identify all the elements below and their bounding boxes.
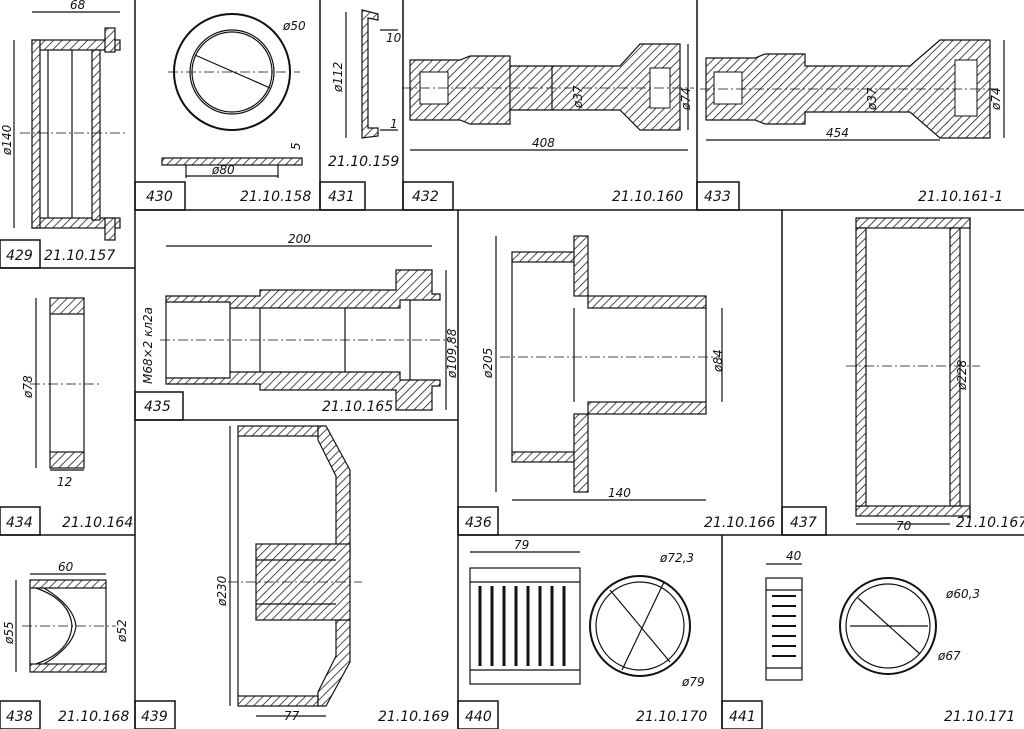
dim-438-0: 60	[58, 560, 74, 574]
dim-431-0: ø112	[331, 62, 345, 93]
part-number-431: 431	[328, 189, 355, 205]
dim-435-1: M68×2 кл2а	[141, 307, 155, 384]
dim-441-1: ø60,3	[945, 587, 980, 601]
dim-440-0: 79	[514, 538, 529, 552]
part-code-435: 21.10.165	[322, 399, 393, 415]
dim-433-2: 454	[826, 126, 849, 140]
part-number-437: 437	[790, 515, 817, 531]
part-number-430: 430	[146, 189, 173, 205]
dim-434-1: 12	[57, 475, 72, 489]
part-number-432: 432	[412, 189, 439, 205]
num-box-429	[0, 239, 41, 269]
dim-432-0: ø37	[571, 85, 585, 109]
part-code-429: 21.10.157	[44, 248, 115, 264]
num-box-430	[134, 181, 186, 211]
dim-438-1: ø55	[2, 621, 16, 645]
dim-430-1: ø80	[211, 163, 235, 177]
part-number-434: 434	[6, 515, 33, 531]
num-box-440	[457, 700, 499, 729]
dim-440-2: ø79	[681, 675, 705, 689]
dim-429-0: 68	[70, 0, 86, 12]
part-code-436: 21.10.166	[704, 515, 775, 531]
num-box-431	[319, 181, 366, 211]
dim-433-1: ø74	[989, 87, 1003, 111]
dim-441-0: 40	[786, 549, 802, 563]
drawing-430	[161, 13, 303, 178]
part-number-436: 436	[465, 515, 492, 531]
part-code-441: 21.10.171	[944, 709, 1015, 725]
dim-439-1: 77	[284, 709, 300, 723]
num-box-434	[0, 506, 41, 536]
dim-432-2: 408	[532, 136, 555, 150]
drawing-433	[700, 39, 1005, 141]
dim-436-1: ø84	[711, 349, 725, 373]
drawing-434	[30, 297, 100, 471]
part-number-433: 433	[704, 189, 731, 205]
part-code-440: 21.10.170	[636, 709, 707, 725]
dim-438-2: ø52	[115, 619, 129, 643]
drawing-439	[228, 425, 362, 717]
part-number-429: 429	[6, 248, 33, 264]
dim-437-1: 70	[896, 519, 912, 533]
dim-436-2: 140	[608, 486, 631, 500]
part-code-439: 21.10.169	[378, 709, 449, 725]
part-code-437: 21.10.167	[956, 515, 1024, 531]
part-code-433: 21.10.161-1	[918, 189, 1003, 205]
part-number-441: 441	[729, 709, 756, 725]
dim-436-0: ø205	[481, 348, 495, 379]
part-code-430: 21.10.158	[240, 189, 311, 205]
num-box-433	[696, 181, 740, 211]
dim-440-1: ø72,3	[659, 551, 694, 565]
dim-435-2: ø109,88	[445, 328, 459, 379]
dim-439-0: ø230	[215, 575, 229, 607]
dim-433-0: ø37	[865, 87, 879, 111]
dim-430-0: ø50	[282, 19, 306, 33]
dim-434-0: ø78	[21, 375, 35, 399]
dim-441-2: ø67	[937, 649, 961, 663]
part-code-438: 21.10.168	[58, 709, 129, 725]
drawing-438	[15, 573, 116, 673]
drawing-440	[469, 551, 691, 685]
num-box-437	[781, 506, 827, 536]
dim-431-1: 10	[386, 31, 402, 45]
drawing-436	[495, 235, 723, 501]
num-box-438	[0, 700, 41, 729]
part-number-435: 435	[144, 399, 171, 415]
part-number-439: 439	[141, 709, 168, 725]
num-box-436	[457, 506, 499, 536]
drawing-429	[13, 11, 128, 241]
dim-437-0: ø228	[955, 359, 969, 391]
drawing-437	[846, 217, 980, 525]
drawing-441	[765, 563, 937, 681]
dim-432-1: ø74	[679, 87, 693, 111]
part-code-432: 21.10.160	[612, 189, 683, 205]
drawing-431	[345, 9, 398, 139]
drawing-435	[160, 245, 452, 411]
part-code-434: 21.10.164	[62, 515, 133, 531]
dim-435-0: 200	[288, 232, 311, 246]
dim-430-2: 5	[289, 142, 303, 150]
part-number-440: 440	[465, 709, 492, 725]
part-code-431: 21.10.159	[328, 154, 399, 170]
drawing-432	[402, 43, 694, 151]
num-box-439	[134, 700, 176, 729]
dim-429-1: ø140	[0, 124, 14, 156]
num-box-435	[134, 391, 184, 421]
dim-431-2: 1	[390, 117, 398, 131]
num-box-441	[721, 700, 763, 729]
num-box-432	[402, 181, 454, 211]
part-number-438: 438	[6, 709, 33, 725]
